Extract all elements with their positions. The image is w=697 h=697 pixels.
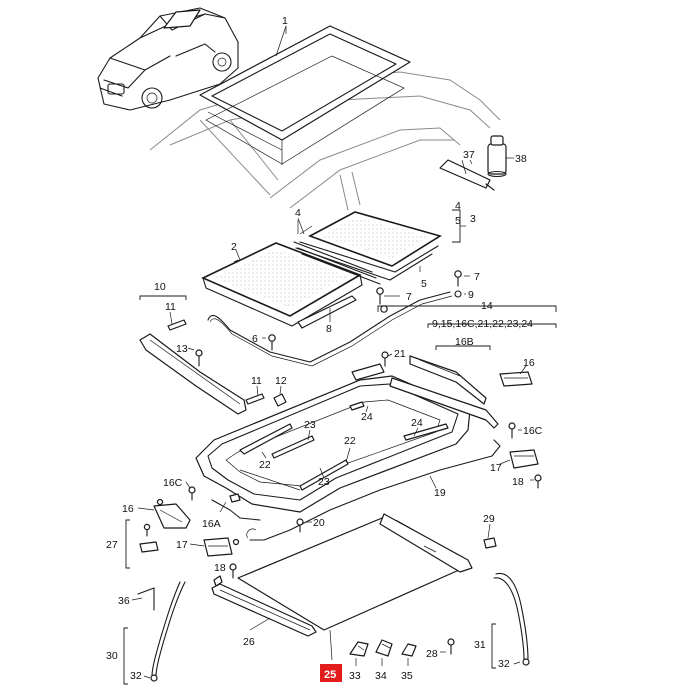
highlight-box (320, 664, 342, 682)
label-16C-left: 16C (163, 477, 183, 489)
part-31-drain-hose-right (491, 572, 530, 669)
label-11b: 11 (251, 375, 262, 387)
label-4: 4 (295, 207, 301, 219)
label-23a: 23 (304, 419, 316, 431)
label-7b: 7 (406, 291, 412, 303)
part-8-strip (297, 295, 357, 329)
label-6: 6 (252, 333, 258, 345)
label-23b: 23 (318, 476, 330, 488)
part-16-motor-upper (499, 371, 533, 387)
part-22-23-slides (239, 401, 449, 491)
part-16-bracket-left (153, 498, 191, 529)
roof-body-outline (149, 71, 501, 211)
label-22b: 22 (344, 435, 356, 447)
part-37-tube (439, 159, 495, 191)
part-4-5-rear-glass (295, 211, 442, 281)
part-38-bottle (487, 135, 514, 178)
label-8: 8 (326, 323, 332, 335)
label-25: 25 (324, 669, 336, 681)
label-3: 3 (470, 213, 476, 225)
part-10-left-rail (139, 295, 247, 415)
label-26: 26 (243, 636, 255, 648)
part-20-screw (296, 518, 304, 533)
label-12: 12 (275, 375, 287, 387)
part-25-sunshade (237, 513, 473, 631)
leader-lines (131, 26, 557, 679)
part-17-motor-left (203, 537, 240, 557)
part-28-screw (447, 638, 455, 655)
label-5b: 5 (421, 278, 427, 290)
highlighted-label-25[interactable]: 25 (320, 664, 342, 682)
label-17-right: 17 (490, 462, 502, 474)
part-19-cable (246, 439, 501, 541)
part-29-screw (483, 537, 497, 549)
part-18-screw-left (229, 563, 237, 579)
label-36: 36 (118, 595, 130, 607)
label-16B: 16B (455, 336, 474, 348)
label-30: 30 (106, 650, 118, 662)
label-16-right: 16 (523, 357, 535, 369)
label-31: 31 (474, 639, 486, 651)
label-22a: 22 (259, 459, 271, 471)
label-18-left: 18 (214, 562, 226, 574)
part-12-clip (245, 393, 287, 407)
label-5a: 5 (455, 215, 461, 227)
label-17-left: 17 (176, 539, 188, 551)
part-27-clip (125, 519, 159, 569)
label-13: 13 (176, 343, 188, 355)
part-16A-cable (211, 493, 261, 521)
label-2: 2 (231, 241, 237, 253)
label-38: 38 (515, 153, 527, 165)
label-35: 35 (401, 670, 413, 682)
label-34: 34 (375, 670, 387, 682)
label-28: 28 (426, 648, 438, 660)
seal-strips (293, 241, 381, 285)
label-16-left: 16 (122, 503, 134, 515)
label-24a: 24 (361, 411, 373, 423)
label-18-right: 18 (512, 476, 524, 488)
label-19: 19 (434, 487, 446, 499)
part-16C-screw-right (508, 422, 516, 439)
label-1: 1 (282, 15, 288, 27)
part-14-frame (195, 363, 499, 513)
label-20: 20 (313, 517, 325, 529)
part-1-frame-seal (199, 25, 411, 165)
label-9: 9 (468, 289, 474, 301)
label-4-right: 4 (455, 200, 461, 212)
label-11a: 11 (165, 301, 176, 313)
label-16C-right: 16C (523, 425, 543, 437)
label-14: 14 (481, 300, 493, 312)
label-37: 37 (463, 149, 475, 161)
label-14-sub: 9,15,16C,21,22,23,24 (432, 318, 533, 330)
callout-labels: 1 2 3 4 4 5 5 6 7 7 8 9 10 11 11 12 13 1… (106, 15, 543, 682)
part-17-motor-right (509, 449, 542, 489)
part-36-hook (137, 587, 155, 611)
part-13-screw (195, 349, 203, 367)
label-27: 27 (106, 539, 118, 551)
part-34-clip (375, 639, 393, 657)
label-29: 29 (483, 513, 495, 525)
label-7a: 7 (474, 271, 480, 283)
part-33-clip (349, 641, 369, 657)
label-21: 21 (394, 348, 406, 360)
label-24b: 24 (411, 417, 423, 429)
part-35-clip (401, 643, 417, 657)
part-30-drain-hose-left (123, 581, 186, 685)
label-33: 33 (349, 670, 361, 682)
label-32-right: 32 (498, 658, 510, 670)
part-2-front-glass (201, 242, 363, 327)
car-thumbnail (97, 7, 239, 111)
screws (268, 270, 462, 351)
part-16B-drive (381, 351, 487, 405)
part-16C-screw-left (188, 486, 196, 501)
label-16A: 16A (202, 518, 221, 530)
part-9-cable (207, 290, 462, 367)
part-26-rail (211, 575, 317, 637)
label-32-left: 32 (130, 670, 142, 682)
label-10: 10 (154, 281, 166, 293)
